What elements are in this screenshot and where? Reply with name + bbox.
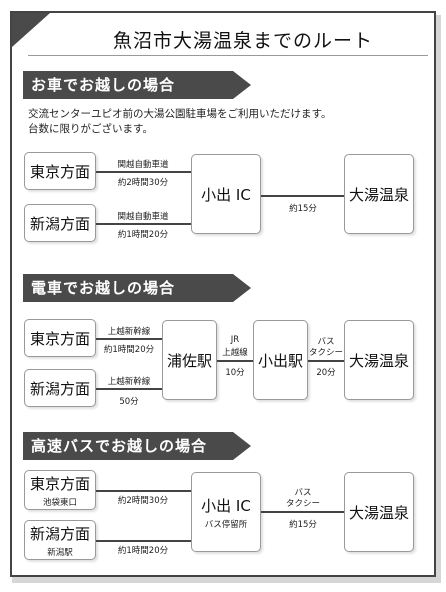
bus-niigata-box: 新潟方面 新潟駅 bbox=[24, 520, 96, 560]
train-tokyo-time: 約1時間20分 bbox=[103, 345, 155, 355]
urasa-station-label: 浦佐駅 bbox=[166, 351, 212, 370]
car-dest-label: 大湯温泉 bbox=[348, 185, 409, 204]
bus-niigata-stop: 新潟駅 bbox=[47, 547, 73, 558]
jr-label-2: 上越線 bbox=[222, 348, 248, 358]
bus-tokyo-label: 東京方面 bbox=[29, 474, 90, 493]
bus-ic-label: 小出 IC bbox=[201, 496, 251, 515]
title-divider bbox=[28, 55, 428, 56]
car-niigata-box: 新潟方面 bbox=[24, 204, 96, 242]
train-niigata-box: 新潟方面 bbox=[24, 369, 96, 407]
bus-tokyo-time: 約2時間30分 bbox=[117, 496, 169, 506]
car-niigata-line bbox=[96, 223, 191, 225]
car-ic-label: 小出 IC bbox=[201, 185, 251, 204]
bus-ic-time: 約15分 bbox=[289, 520, 317, 530]
bus-niigata-line bbox=[96, 540, 191, 542]
bus-ic-box: 小出 IC バス停留所 bbox=[191, 472, 261, 552]
train-tokyo-box: 東京方面 bbox=[24, 319, 96, 357]
car-niigata-route: 関越自動車道 bbox=[117, 212, 169, 222]
train-dest-label: 大湯温泉 bbox=[348, 351, 409, 370]
car-ic-box: 小出 IC bbox=[191, 154, 261, 234]
car-ic-time: 約15分 bbox=[289, 204, 317, 214]
car-dest-box: 大湯温泉 bbox=[344, 154, 414, 234]
bus-tokyo-line bbox=[96, 490, 191, 492]
page-shadow-bottom bbox=[12, 577, 438, 583]
car-niigata-label: 新潟方面 bbox=[29, 214, 90, 233]
train-bus-label-1: バス bbox=[317, 337, 335, 347]
train-bus-time: 20分 bbox=[316, 368, 336, 378]
train-niigata-route: 上越新幹線 bbox=[107, 377, 151, 387]
bus-niigata-label: 新潟方面 bbox=[29, 524, 90, 543]
train-tokyo-route: 上越新幹線 bbox=[107, 327, 151, 337]
page-shadow-right bbox=[436, 15, 441, 583]
car-tokyo-label: 東京方面 bbox=[29, 162, 90, 181]
train-niigata-label: 新潟方面 bbox=[29, 379, 90, 398]
car-tokyo-route: 関越自動車道 bbox=[117, 160, 169, 170]
train-tokyo-label: 東京方面 bbox=[29, 329, 90, 348]
bus-dest-label: 大湯温泉 bbox=[348, 503, 409, 522]
car-tokyo-box: 東京方面 bbox=[24, 152, 96, 190]
folded-corner-icon bbox=[12, 13, 50, 47]
train-dest-box: 大湯温泉 bbox=[344, 320, 414, 400]
bus-dest-box: 大湯温泉 bbox=[344, 472, 414, 552]
bus-ic-stop: バス停留所 bbox=[204, 519, 248, 530]
urasa-station-box: 浦佐駅 bbox=[162, 320, 217, 400]
train-niigata-line bbox=[96, 388, 162, 390]
jr-label-1: JR bbox=[230, 335, 240, 345]
train-niigata-time: 50分 bbox=[119, 397, 139, 407]
bus-mode-1: バス bbox=[294, 488, 312, 498]
train-heading: 電車でお越しの場合 bbox=[23, 274, 251, 302]
bus-heading: 高速バスでお越しの場合 bbox=[23, 432, 251, 460]
car-note-1: 交流センターユピオ前の大湯公園駐車場をご利用いただけます。 bbox=[28, 108, 332, 120]
bus-niigata-time: 約1時間20分 bbox=[117, 546, 169, 556]
car-niigata-time: 約1時間20分 bbox=[117, 230, 169, 240]
bus-tokyo-box: 東京方面 池袋東口 bbox=[24, 470, 96, 510]
car-heading: お車でお越しの場合 bbox=[23, 71, 251, 99]
page-title: 魚沼市大湯温泉までのルート bbox=[112, 30, 373, 52]
koide-station-box: 小出駅 bbox=[253, 320, 308, 400]
train-tokyo-line bbox=[96, 338, 162, 340]
car-ic-line bbox=[261, 195, 344, 197]
car-tokyo-time: 約2時間30分 bbox=[117, 178, 169, 188]
car-tokyo-line bbox=[96, 171, 191, 173]
bus-tokyo-stop: 池袋東口 bbox=[42, 497, 77, 508]
jr-time: 10分 bbox=[225, 368, 245, 378]
car-note-2: 台数に限りがございます。 bbox=[28, 123, 153, 135]
koide-station-label: 小出駅 bbox=[257, 351, 303, 370]
bus-mode-2: タクシー bbox=[285, 499, 320, 509]
bus-ic-line bbox=[261, 511, 344, 513]
train-bus-line bbox=[308, 360, 344, 362]
jr-line bbox=[217, 360, 253, 362]
train-bus-label-2: タクシー bbox=[308, 348, 343, 358]
